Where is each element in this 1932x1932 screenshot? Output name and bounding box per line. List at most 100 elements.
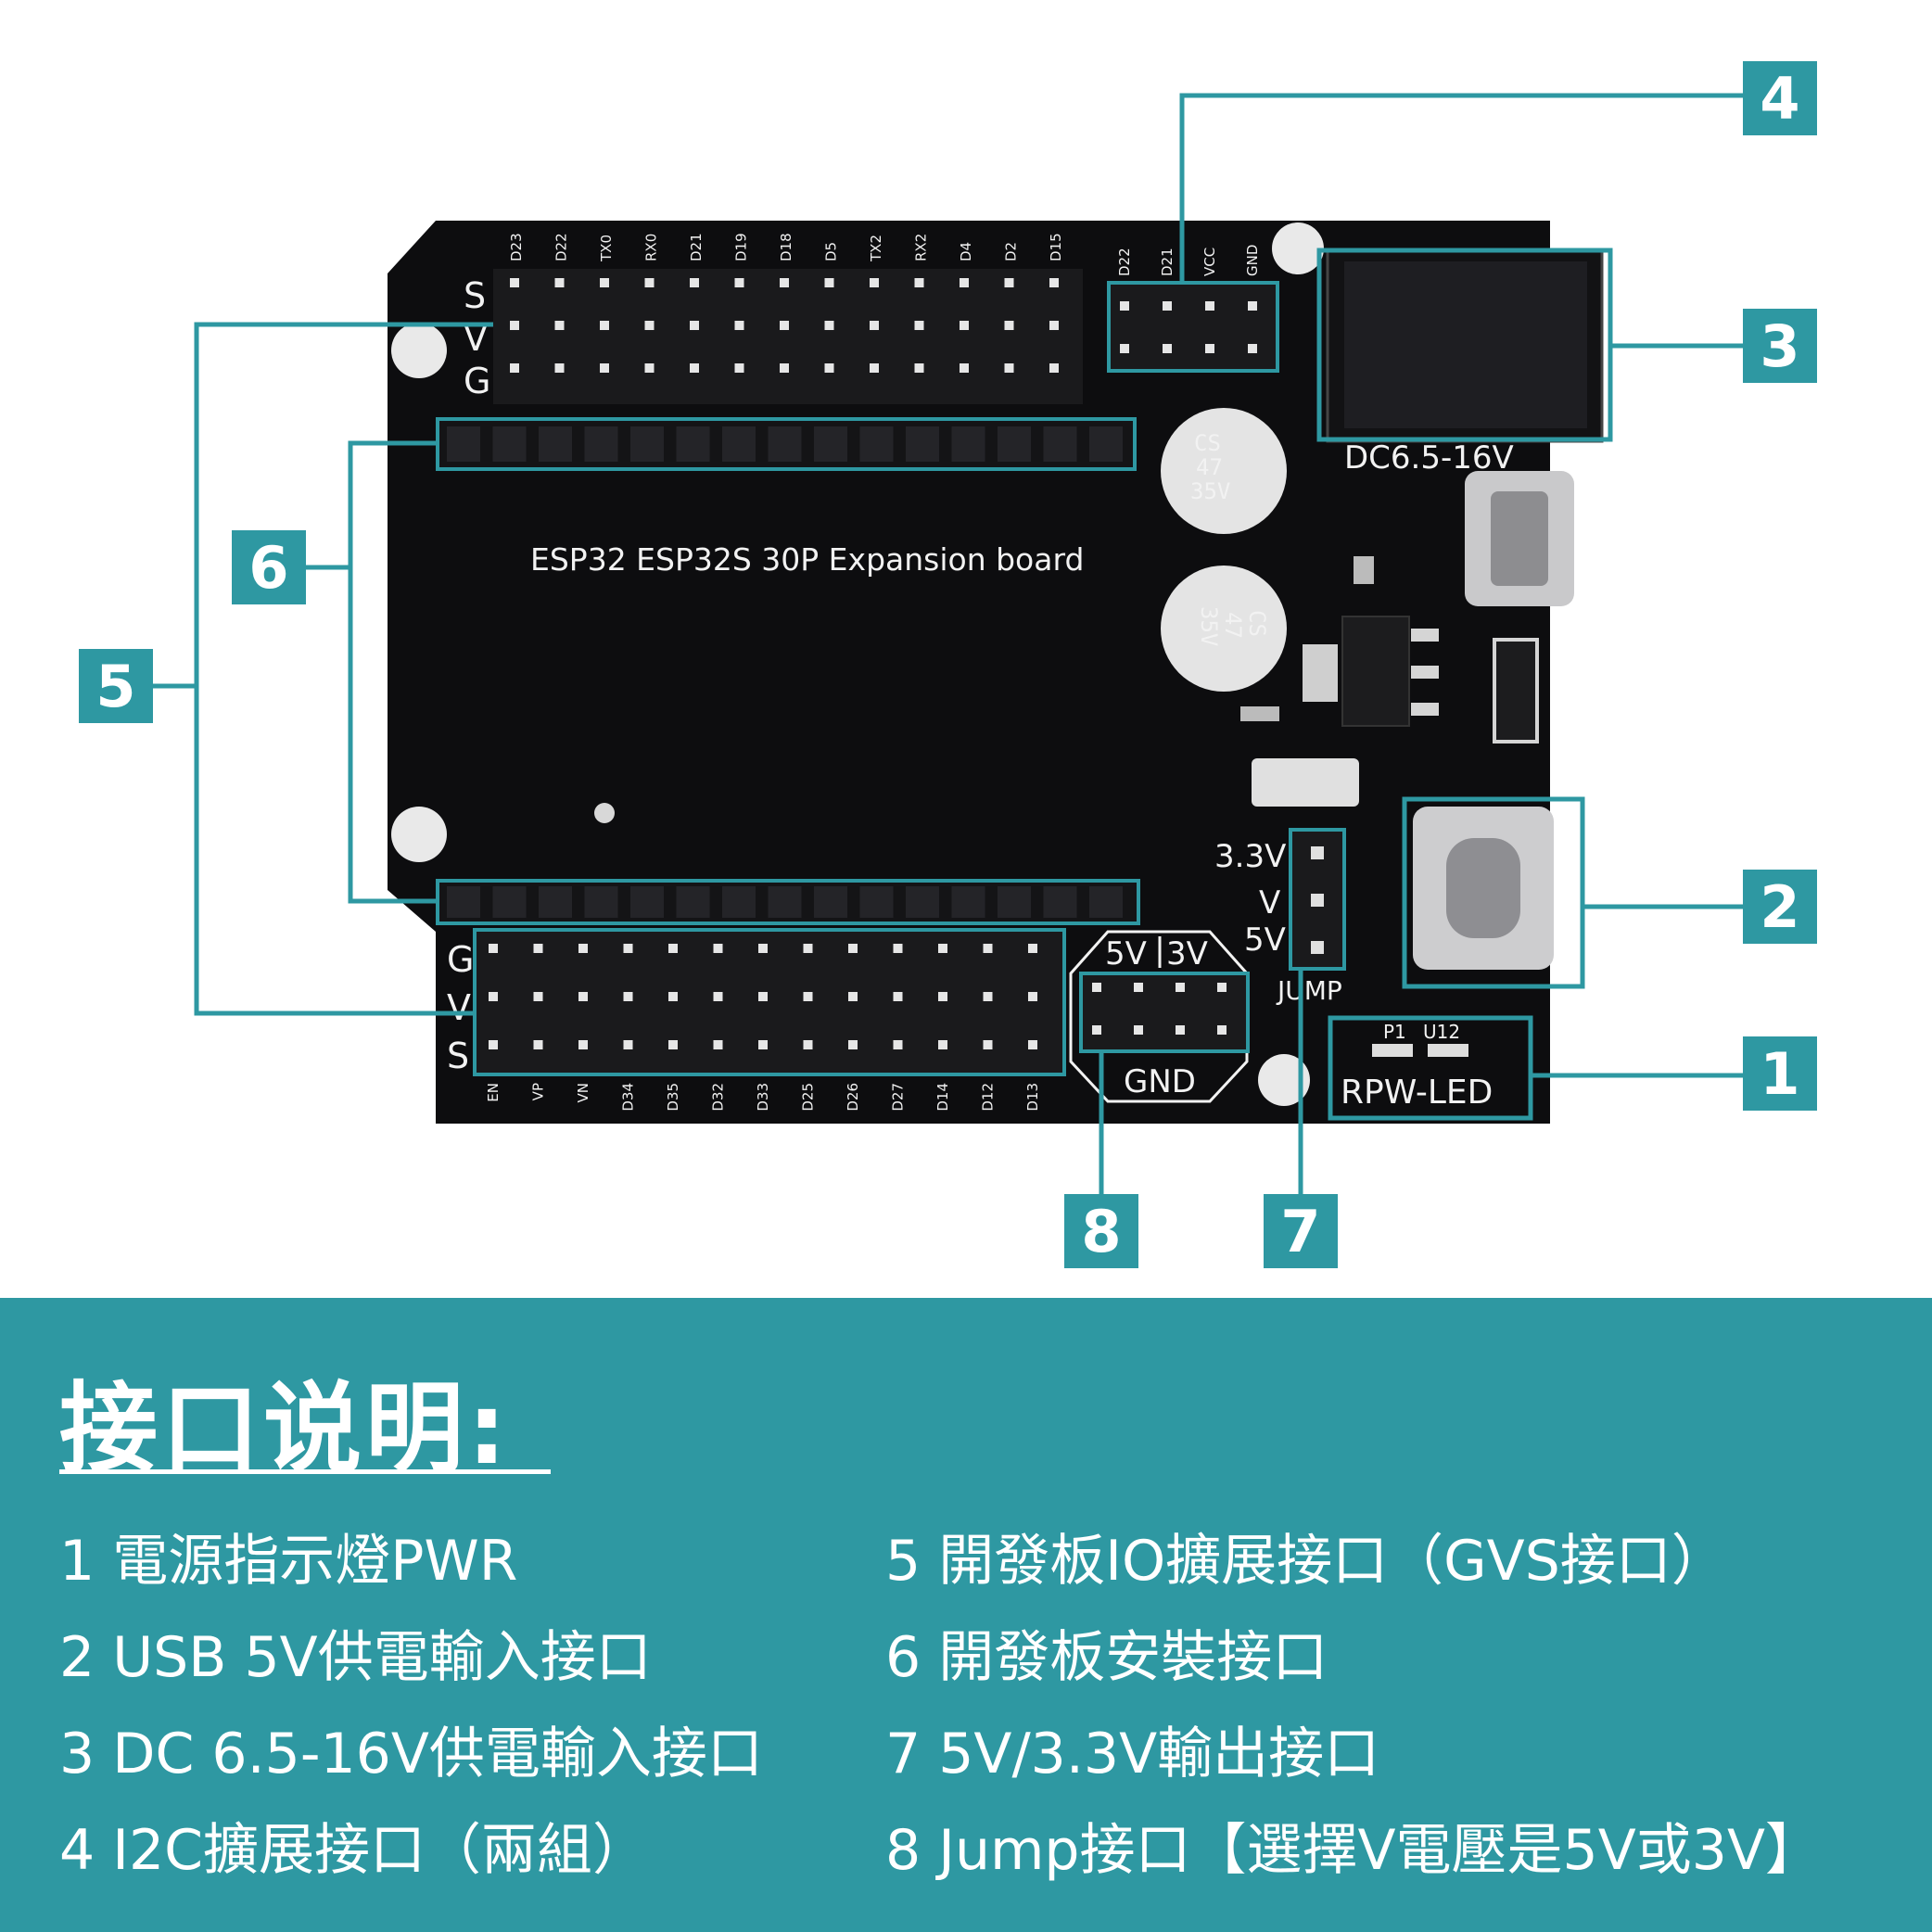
- capacitor-text: 47: [1220, 612, 1246, 639]
- header-pin: [960, 321, 969, 330]
- header-pin: [489, 944, 498, 953]
- female-socket: [906, 886, 939, 918]
- pin-label: D15: [1048, 233, 1064, 261]
- board-title: ESP32 ESP32S 30P Expansion board: [530, 541, 1084, 578]
- callout-badge-2: [1743, 870, 1817, 944]
- female-socket: [722, 426, 756, 462]
- header-pin: [690, 363, 699, 373]
- header-pin: [938, 1040, 947, 1049]
- smd-component: [1354, 556, 1374, 584]
- header-pin: [668, 992, 678, 1001]
- legend-item-5: 5 開發板IO擴展接口（GVS接口）: [885, 1529, 1727, 1594]
- header-pin: [1217, 1025, 1227, 1035]
- header-pin: [578, 1040, 588, 1049]
- bottom-gvs-header: [473, 928, 1066, 1076]
- header-pin: [578, 944, 588, 953]
- header-pin: [623, 1040, 633, 1049]
- callout-number-8: 8: [1081, 1198, 1121, 1265]
- pin-label: D33: [755, 1083, 771, 1112]
- header-pin: [713, 1040, 723, 1049]
- female-socket: [539, 426, 572, 462]
- callout-number-6: 6: [248, 534, 288, 602]
- header-pin: [914, 363, 924, 373]
- callout-badge-5: [79, 649, 153, 723]
- legend-item-3: 3 DC 6.5-16V供電輸入接口: [59, 1722, 763, 1786]
- female-socket: [492, 886, 527, 918]
- smd-component: [1303, 644, 1338, 702]
- callout-badge-7: [1264, 1194, 1338, 1268]
- row-letter-s: S: [447, 1036, 469, 1076]
- pin-label: D14: [934, 1083, 951, 1112]
- legend-column-right: 5 開發板IO擴展接口（GVS接口） 6 開發板安裝接口 7 5V/3.3V輸出…: [885, 1513, 1821, 1899]
- header-pin: [780, 363, 789, 373]
- header-pin: [870, 321, 879, 330]
- header-pin: [983, 1040, 993, 1049]
- header-pin: [758, 944, 768, 953]
- pin-label: D21: [688, 233, 705, 261]
- legend-item-4: 4 I2C擴展接口（兩組）: [59, 1818, 649, 1883]
- header-pin: [1092, 983, 1101, 992]
- header-pin: [644, 278, 655, 287]
- header-pin: [960, 278, 969, 287]
- jumper-pin: [1311, 846, 1324, 859]
- header-pin: [510, 321, 519, 330]
- pin-label: VCC: [1201, 248, 1218, 276]
- row-letter-v: V: [447, 987, 471, 1028]
- pin-label: D5: [823, 242, 840, 261]
- header-pin: [690, 278, 699, 287]
- header-pin: [780, 278, 789, 287]
- capacitor-text: CS: [1244, 610, 1270, 637]
- voltage-select-outline: [1069, 930, 1249, 1103]
- header-pin: [533, 944, 543, 953]
- pin-label: D32: [710, 1083, 727, 1112]
- header-pin: [1205, 344, 1214, 353]
- pin-label: TX2: [868, 235, 884, 262]
- header-pin: [1248, 301, 1257, 311]
- header-pin: [713, 992, 723, 1001]
- female-socket: [951, 886, 985, 918]
- header-pin: [713, 944, 723, 953]
- pin-label: VP: [530, 1083, 547, 1100]
- header-pin: [554, 321, 565, 330]
- pin-label: D2: [1003, 242, 1020, 261]
- top-header-pins: [510, 278, 1059, 373]
- header-pin: [510, 363, 519, 373]
- header-pin: [1028, 1040, 1037, 1049]
- header-pin: [938, 944, 947, 953]
- header-pin: [1028, 992, 1037, 1001]
- header-pin: [644, 321, 655, 330]
- header-pin: [803, 944, 813, 953]
- header-pin: [1092, 1025, 1101, 1035]
- legend-item-1: 1 電源指示燈PWR: [59, 1529, 518, 1594]
- header-pin: [1176, 983, 1185, 992]
- legend-item-7: 7 5V/3.3V輸出接口: [885, 1722, 1380, 1786]
- header-pin: [600, 321, 609, 330]
- header-pin: [1004, 363, 1014, 373]
- row-letter-s: S: [464, 275, 486, 316]
- header-pin: [893, 1040, 903, 1049]
- female-socket: [1089, 886, 1123, 918]
- smd-component: [1252, 758, 1359, 807]
- legend-title-underline: [59, 1469, 551, 1474]
- female-socket: [630, 886, 664, 918]
- female-socket: [768, 426, 802, 462]
- header-pin: [533, 1040, 543, 1049]
- callout-badge-4: [1743, 61, 1817, 135]
- capacitor: [1161, 408, 1287, 534]
- led-p1-label: P1: [1383, 1021, 1406, 1043]
- female-socket: [447, 886, 480, 918]
- pin-label: D18: [778, 233, 794, 261]
- callout-number-2: 2: [1760, 873, 1799, 941]
- header-pin: [1120, 301, 1129, 311]
- female-socket: [1043, 426, 1077, 462]
- i2c-header: [1107, 281, 1279, 373]
- header-pin: [758, 1040, 768, 1049]
- female-socket: [951, 426, 985, 462]
- pin-label: D22: [553, 233, 570, 261]
- callout-badge-1: [1743, 1036, 1817, 1111]
- female-socket: [859, 426, 894, 462]
- voltage-regulator: [1341, 616, 1410, 727]
- voltage-select-5v: 5V: [1105, 935, 1147, 972]
- header-pin: [690, 321, 699, 330]
